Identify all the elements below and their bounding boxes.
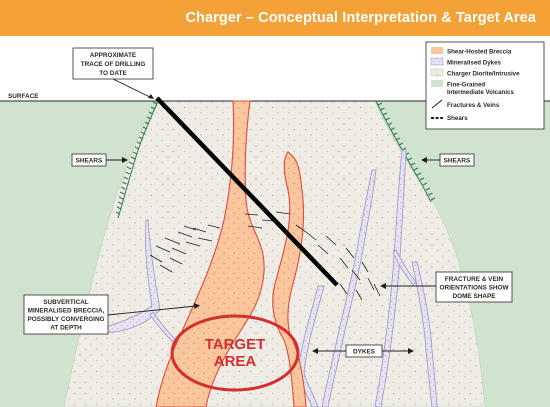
shears-right: [375, 100, 436, 203]
mineralised-dykes: [94, 149, 438, 407]
title-bar: Charger – Conceptual Interpretation & Ta…: [0, 0, 550, 36]
target-area-label-line1: TARGET: [205, 336, 266, 353]
breccia-body-right: [272, 151, 307, 407]
shears-left-label: SHEARS: [76, 158, 103, 165]
target-area-label-line2: AREA: [214, 353, 257, 370]
shears-left-callout: SHEARS: [71, 153, 128, 167]
shears-left: [115, 100, 159, 219]
drilling-trace-line3: TO DATE: [99, 70, 127, 77]
legend-label-breccia: Shear-Hosted Breccia: [447, 49, 512, 56]
legend-label-volcanics-line2: Intermediate Volcanics: [447, 89, 514, 96]
shears-right-label: SHEARS: [444, 158, 471, 165]
legend-symbol-fractures: [431, 99, 443, 109]
legend-label-diorite: Charger Diorite/Intrusive: [447, 71, 520, 78]
fracture-line2: ORIENTATIONS SHOW: [440, 285, 510, 292]
subvertical-line3: POSSIBLY CONVERGING: [27, 316, 104, 323]
dyke-right-a: [321, 169, 377, 407]
legend-swatch-dykes: [430, 57, 444, 66]
legend-swatch-breccia: [431, 47, 443, 54]
dykes-callout: DYKES: [312, 344, 414, 358]
dyke-right-c: [411, 261, 438, 407]
surface-label: SURFACE: [8, 93, 39, 100]
subvertical-line2: MINERALISED BRECCIA,: [28, 308, 105, 315]
fractures-and-veins: [149, 211, 381, 301]
fracture-orientation-callout: FRACTURE & VEIN ORIENTATIONS SHOW DOME S…: [380, 271, 513, 303]
drilling-trace-line1: APPROXIMATE: [90, 52, 137, 59]
legend-swatch-diorite: [430, 68, 444, 77]
dyke-right-branch: [392, 249, 417, 286]
target-area-ring: [170, 314, 300, 392]
legend-label-fractures: Fractures & Veins: [447, 102, 500, 109]
subvertical-line1: SUBVERTICAL: [43, 299, 89, 306]
conceptual-cross-section: TARGET AREA SURFACE APPROXIMATE TRACE OF…: [0, 36, 550, 407]
figure-title: Charger – Conceptual Interpretation & Ta…: [185, 10, 536, 26]
dykes-label: DYKES: [353, 349, 376, 356]
fracture-line1: FRACTURE & VEIN: [445, 276, 504, 283]
legend-swatch-volcanics: [431, 80, 443, 87]
drill-trace: [155, 96, 339, 287]
legend: Shear-Hosted Breccia Mineralised Dykes C…: [425, 41, 545, 130]
shears-right-callout: SHEARS: [421, 153, 475, 167]
legend-label-shears: Shears: [447, 115, 468, 122]
subvertical-breccia-callout: SUBVERTICAL MINERALISED BRECCIA, POSSIBL…: [23, 294, 200, 335]
fracture-line3: DOME SHAPE: [453, 293, 497, 300]
dyke-center: [297, 285, 325, 407]
legend-label-volcanics-line1: Fine-Grained: [447, 82, 485, 89]
drilling-trace-line2: TRACE OF DRILLING: [81, 61, 146, 68]
subvertical-line4: AT DEPTH: [50, 325, 82, 332]
drilling-trace-callout: APPROXIMATE TRACE OF DRILLING TO DATE: [72, 47, 154, 99]
legend-label-dykes: Mineralised Dykes: [447, 60, 502, 67]
